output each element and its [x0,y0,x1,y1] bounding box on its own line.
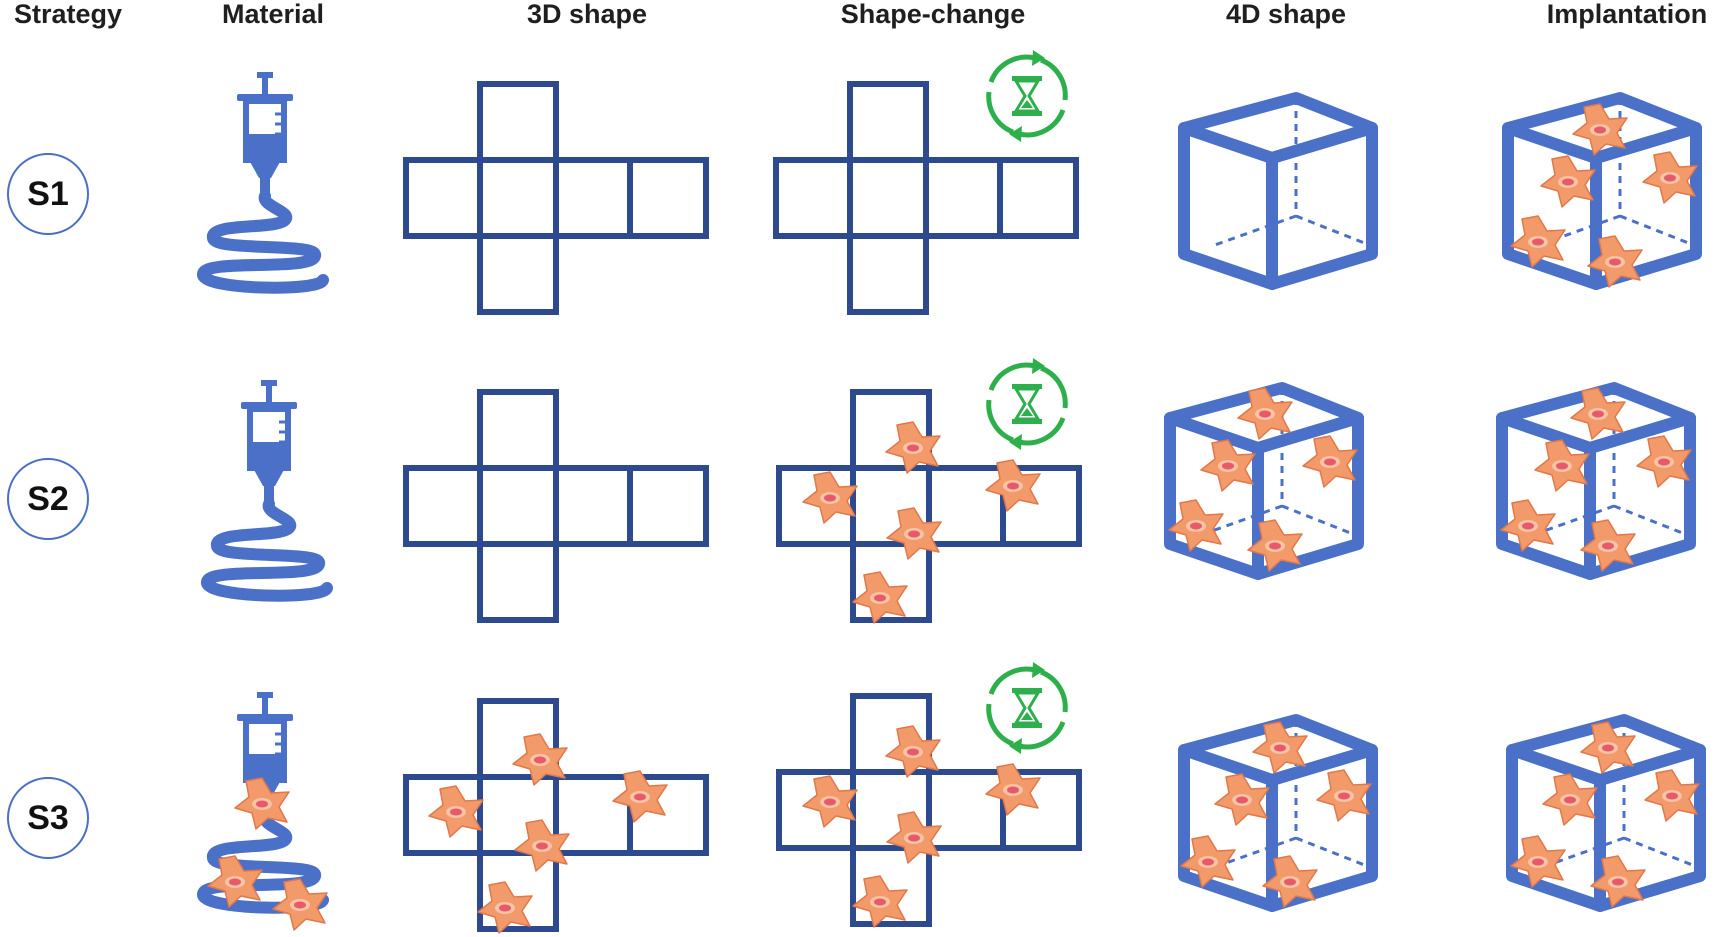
cell-icon [1302,435,1358,488]
strategy-badge-s2: S2 [7,458,89,540]
header-3d-shape: 3D shape [526,0,648,29]
folded-cube [1184,98,1372,284]
row-s1 [203,50,1697,312]
cell-icon [852,571,908,624]
cell-icon [852,875,908,928]
cell-icon [234,777,290,830]
header-4d-shape: 4D shape [1225,0,1347,29]
cell-icon [477,881,533,934]
header-shape-change: Shape-change [840,0,1026,29]
hourglass-cycle-icon [989,50,1066,142]
unfolded-net [406,392,706,620]
cell-icon [1642,151,1698,204]
hourglass-cycle-icon [989,358,1066,450]
cell-icon [802,471,858,524]
syringe-icon [207,380,327,596]
cell-icon [1644,769,1700,822]
cell-icon [802,775,858,828]
header-material: Material [221,0,325,29]
cell-icon [1316,769,1372,822]
cell-icon [514,819,570,872]
syringe-icon [203,72,323,288]
strategy-badge-s1: S1 [7,153,89,235]
unfolded-net [406,84,706,312]
strategy-badge-s3: S3 [7,777,89,859]
cell-icon [1540,155,1596,208]
cell-icon [1636,435,1692,488]
hourglass-cycle-icon [989,662,1066,754]
cell-icon [886,507,942,560]
header-implantation: Implantation [1546,0,1708,29]
cell-icon [886,811,942,864]
row-s3 [203,662,1700,934]
row-s2 [207,358,1692,624]
cell-icon [428,785,484,838]
header-strategy: Strategy [13,0,123,29]
unfolded-net [776,84,1076,312]
